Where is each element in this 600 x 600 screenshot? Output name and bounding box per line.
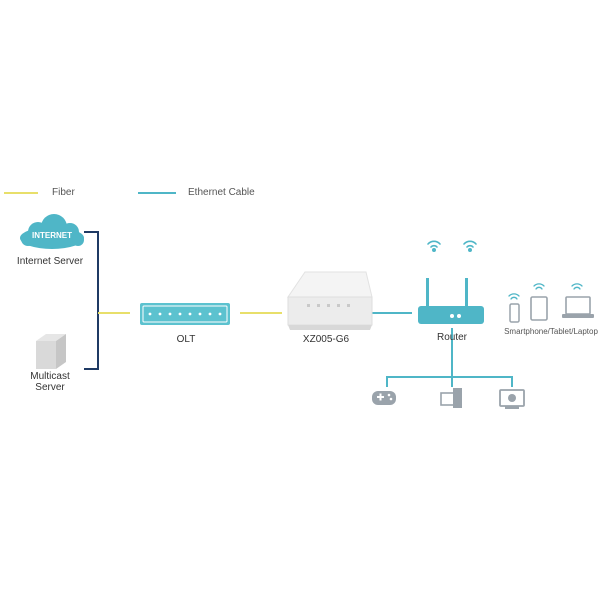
- cloud-icon: [20, 214, 84, 249]
- wifi-icon: [427, 240, 477, 253]
- internet-badge-label: INTERNET: [32, 231, 72, 240]
- olt-icon: [140, 303, 230, 325]
- olt-label: OLT: [176, 334, 196, 345]
- ont-icon: [287, 271, 373, 330]
- router-icon: [418, 278, 484, 324]
- server-icon: [36, 334, 66, 369]
- clients-label: Smartphone/Tablet/Laptop: [504, 327, 598, 336]
- server-links: [84, 231, 99, 370]
- multicast-server-label-line2: Server: [35, 382, 65, 393]
- multicast-server-label-line1: Multicast: [30, 371, 70, 382]
- ont-label: XZ005-G6: [302, 334, 350, 345]
- router-label: Router: [436, 332, 468, 343]
- internet-server-label: Internet Server: [16, 256, 84, 267]
- tablet-icon: [530, 283, 548, 321]
- computer-icon: [440, 388, 462, 408]
- legend-ethernet-label: Ethernet Cable: [188, 187, 255, 198]
- ethernet-tree-router-devices: [386, 328, 513, 387]
- smartphone-icon: [508, 293, 520, 323]
- gamepad-icon: [372, 391, 396, 405]
- legend-fiber-label: Fiber: [52, 187, 75, 198]
- laptop-icon: [562, 283, 594, 318]
- iptv-icon: [499, 389, 525, 409]
